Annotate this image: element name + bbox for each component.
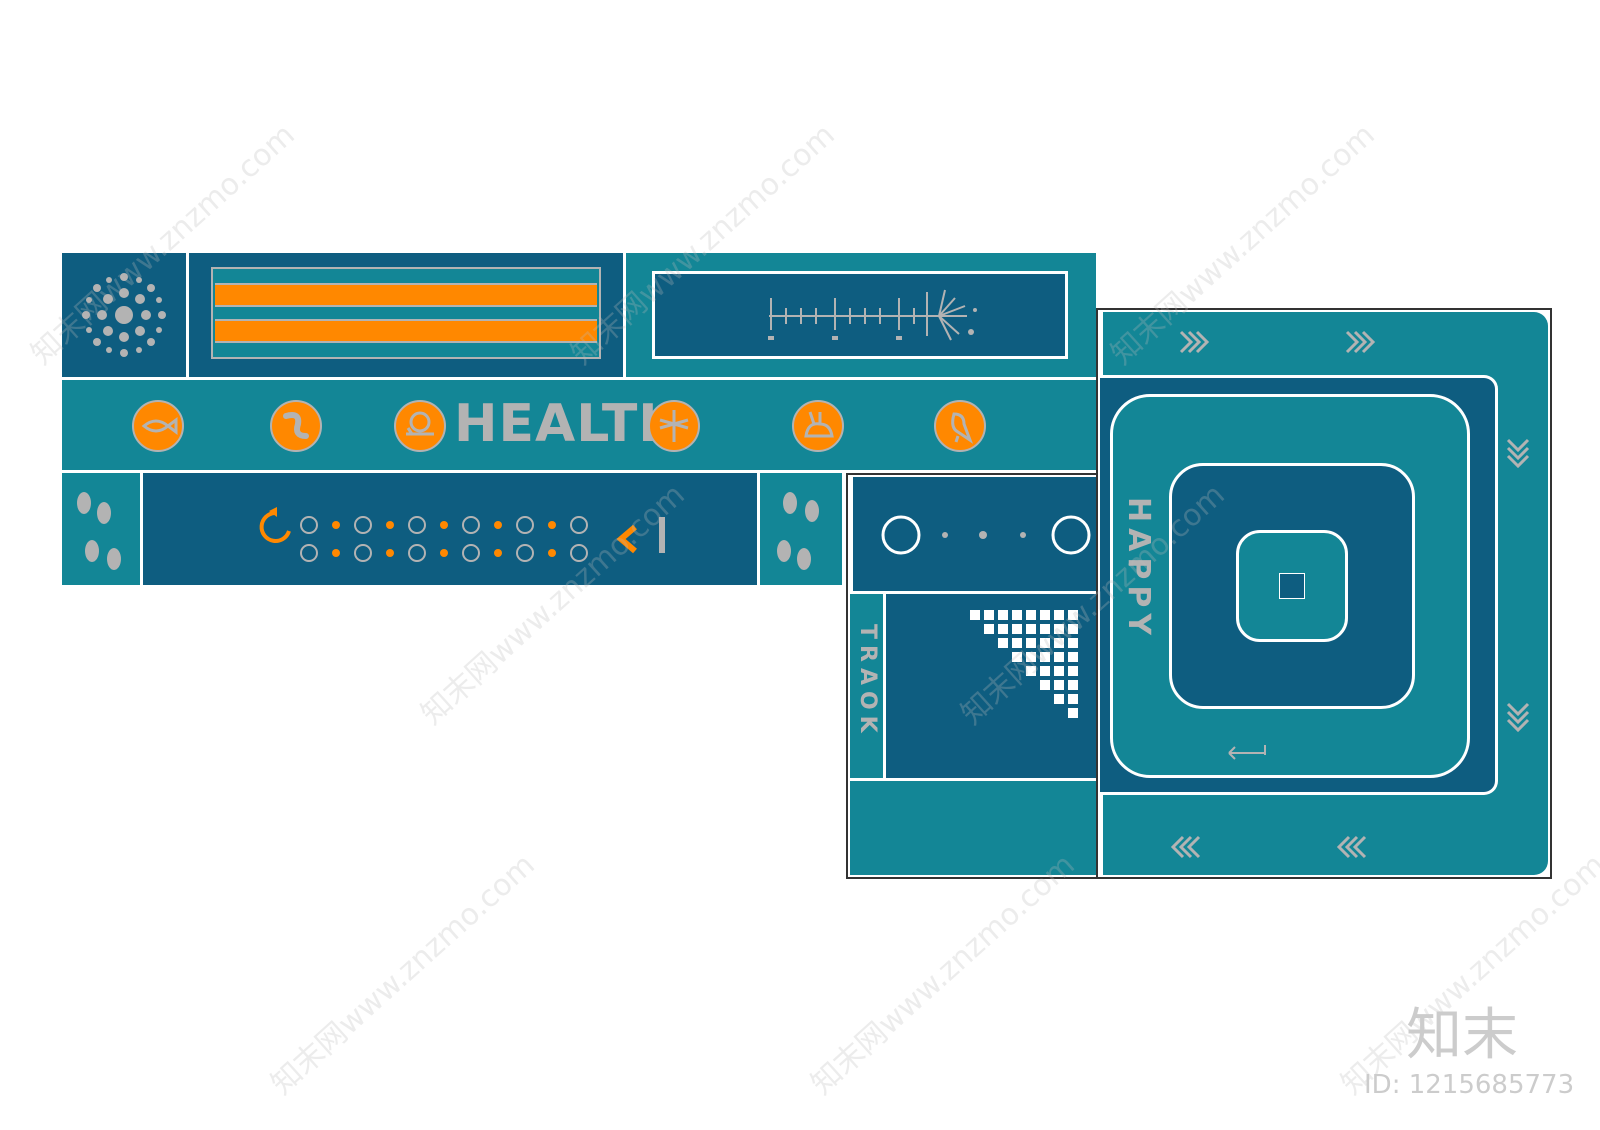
circle-dots — [881, 515, 1091, 555]
track-label: TRAOK — [855, 624, 880, 739]
pixel-grid — [970, 610, 1078, 718]
arrows-right — [1506, 438, 1530, 733]
stripe-frame — [211, 267, 601, 359]
orange-stripe-top — [215, 283, 597, 307]
footprints-icon — [77, 492, 121, 570]
bottom-left-teal-panel — [850, 778, 1096, 875]
sunflower-dots-icon — [82, 273, 166, 357]
orange-stripe-bottom — [215, 319, 597, 343]
happy-middle-square — [1169, 463, 1415, 709]
center-square — [1279, 573, 1305, 599]
start-arrow-icon — [1228, 745, 1266, 760]
ruler-frame — [652, 271, 1068, 359]
watermark-text: 知末网www.znzmo.com — [264, 847, 542, 1102]
ruler-panel — [626, 253, 1096, 377]
dot-track-panel — [140, 473, 760, 585]
bird-icon — [934, 400, 986, 452]
watermark-logo: 知末 — [1406, 1003, 1518, 1068]
watermark-id: ID: 1215685773 — [1364, 1070, 1575, 1100]
track-label-strip: TRAOK — [850, 594, 886, 778]
health-band: HEALTH — [62, 377, 1096, 473]
flower-tile — [62, 253, 186, 377]
rabbit-icon — [792, 400, 844, 452]
pixel-triangle-panel — [886, 594, 1096, 778]
happy-square: HAPPY — [1100, 312, 1548, 875]
happy-track-ring: HAPPY — [1110, 394, 1470, 778]
arrows-top — [1179, 330, 1376, 354]
stripe-panel — [186, 253, 626, 377]
happy-inner-square — [1236, 530, 1348, 642]
happy-label: HAPPY — [1121, 497, 1156, 642]
footprint-tile-right — [760, 473, 842, 585]
worm-icon — [270, 400, 322, 452]
circle-dots-panel — [850, 477, 1096, 591]
fish-icon — [132, 400, 184, 452]
health-title: HEALTH — [454, 394, 683, 454]
footprint-tile-left — [62, 473, 140, 585]
arrows-bottom — [1170, 835, 1367, 859]
dragonfly-icon — [648, 400, 700, 452]
dot-track — [259, 507, 665, 562]
footprints-icon — [777, 492, 819, 570]
happy-track-outer: HAPPY — [1100, 375, 1498, 795]
snail-icon — [394, 400, 446, 452]
watermark-text: 知末网www.znzmo.com — [804, 847, 1082, 1102]
ruler-icon — [768, 289, 977, 341]
